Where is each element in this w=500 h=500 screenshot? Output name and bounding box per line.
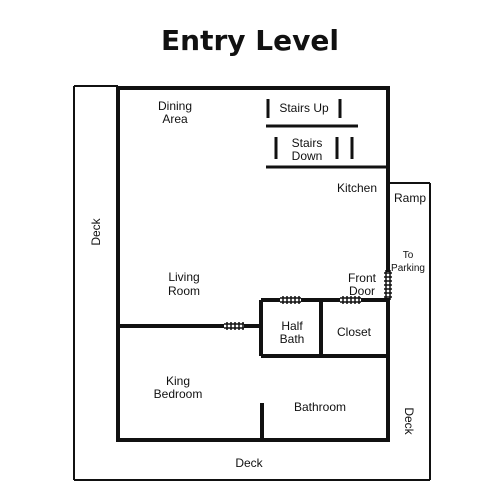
label-half-bath-2: Bath <box>280 332 305 346</box>
label-kitchen: Kitchen <box>337 181 377 195</box>
bedroom-door <box>224 322 244 330</box>
stairs <box>266 99 386 169</box>
label-king-bedroom: King <box>166 374 190 388</box>
label-front-door-2: Door <box>349 284 375 298</box>
label-ramp: Ramp <box>394 191 426 205</box>
door-openings <box>224 270 392 330</box>
label-half-bath: Half <box>281 319 303 333</box>
label-deck-bottom: Deck <box>235 456 263 470</box>
label-front-door: Front <box>348 271 377 285</box>
exterior-walls <box>116 86 390 442</box>
front-door <box>384 270 392 300</box>
label-living-2: Room <box>168 284 200 298</box>
interior-walls <box>120 298 386 440</box>
label-to-parking-2: Parking <box>391 263 425 274</box>
label-stairs-down-2: Down <box>292 149 323 163</box>
label-bathroom: Bathroom <box>294 400 346 414</box>
label-dining-2: Area <box>162 112 188 126</box>
label-stairs-down: Stairs <box>292 136 323 150</box>
plan-title: Entry Level <box>161 24 339 57</box>
label-king-bedroom-2: Bedroom <box>154 387 203 401</box>
half-bath-door <box>280 296 301 304</box>
label-living: Living <box>168 270 199 284</box>
label-dining: Dining <box>158 99 192 113</box>
label-deck-left: Deck <box>89 217 103 245</box>
deck-boundary <box>73 85 431 481</box>
label-stairs-up: Stairs Up <box>279 101 329 115</box>
label-deck-right: Deck <box>402 407 416 435</box>
label-closet: Closet <box>337 325 372 339</box>
closet-door <box>340 296 361 304</box>
label-to-parking: To <box>403 250 414 261</box>
